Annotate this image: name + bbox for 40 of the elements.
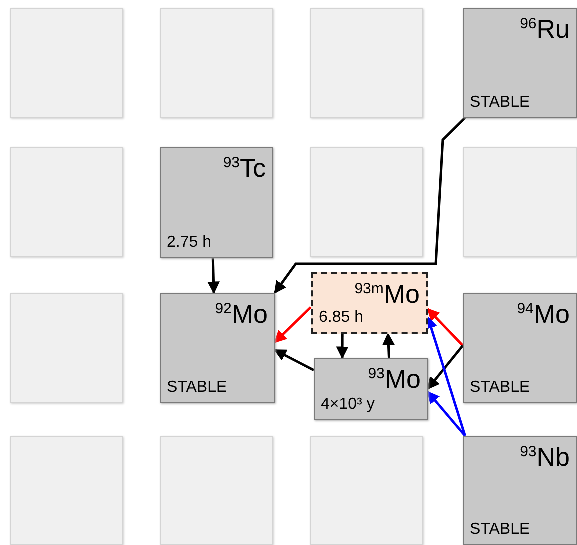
empty-nuclide-box xyxy=(310,8,423,118)
empty-nuclide-box xyxy=(310,436,423,545)
decay-arrow xyxy=(382,332,395,358)
nuclide-symbol: $^{96}$Ru xyxy=(520,15,570,44)
empty-nuclide-box xyxy=(160,436,273,545)
nuclide-symbol: $^{94}$Mo xyxy=(517,300,570,329)
empty-nuclide-box xyxy=(160,8,273,118)
nuclide-symbol: $^{93m}$Mo xyxy=(354,280,420,309)
half-life-label: 6.85 h xyxy=(319,309,364,327)
decay-arrow xyxy=(427,345,464,390)
decay-arrow xyxy=(427,308,464,347)
nuclide-box xyxy=(463,436,577,545)
nuclide-box xyxy=(311,272,428,334)
nuclide-symbol: $^{93}$Tc xyxy=(223,154,266,183)
decay-arrow xyxy=(274,306,312,344)
nuclide-box xyxy=(160,147,273,258)
half-life-label: STABLE xyxy=(470,94,530,112)
empty-nuclide-box xyxy=(10,8,123,118)
decay-arrow xyxy=(274,117,466,294)
nuclide-box xyxy=(314,358,428,420)
nuclide-symbol: $^{92}$Mo xyxy=(215,300,268,329)
half-life-label: 4×10³ y xyxy=(321,396,375,414)
decay-arrow xyxy=(274,349,315,372)
nuclide-symbol: $^{93}$Nb xyxy=(520,443,570,472)
half-life-label: 2.75 h xyxy=(167,234,212,252)
decay-arrow xyxy=(336,334,349,360)
empty-nuclide-box xyxy=(10,147,123,257)
decay-arrow xyxy=(208,258,220,294)
nuclide-box xyxy=(160,293,275,403)
empty-nuclide-box xyxy=(463,147,577,257)
decay-arrow xyxy=(427,391,466,437)
empty-nuclide-box xyxy=(10,293,123,403)
nuclide-box xyxy=(463,293,577,403)
empty-nuclide-box xyxy=(310,147,423,257)
half-life-label: STABLE xyxy=(470,521,530,539)
nuclide-symbol: $^{93}$Mo xyxy=(368,365,421,394)
half-life-label: STABLE xyxy=(470,379,530,397)
empty-nuclide-box xyxy=(10,436,123,545)
half-life-label: STABLE xyxy=(167,379,228,397)
nuclide-box xyxy=(463,8,577,118)
